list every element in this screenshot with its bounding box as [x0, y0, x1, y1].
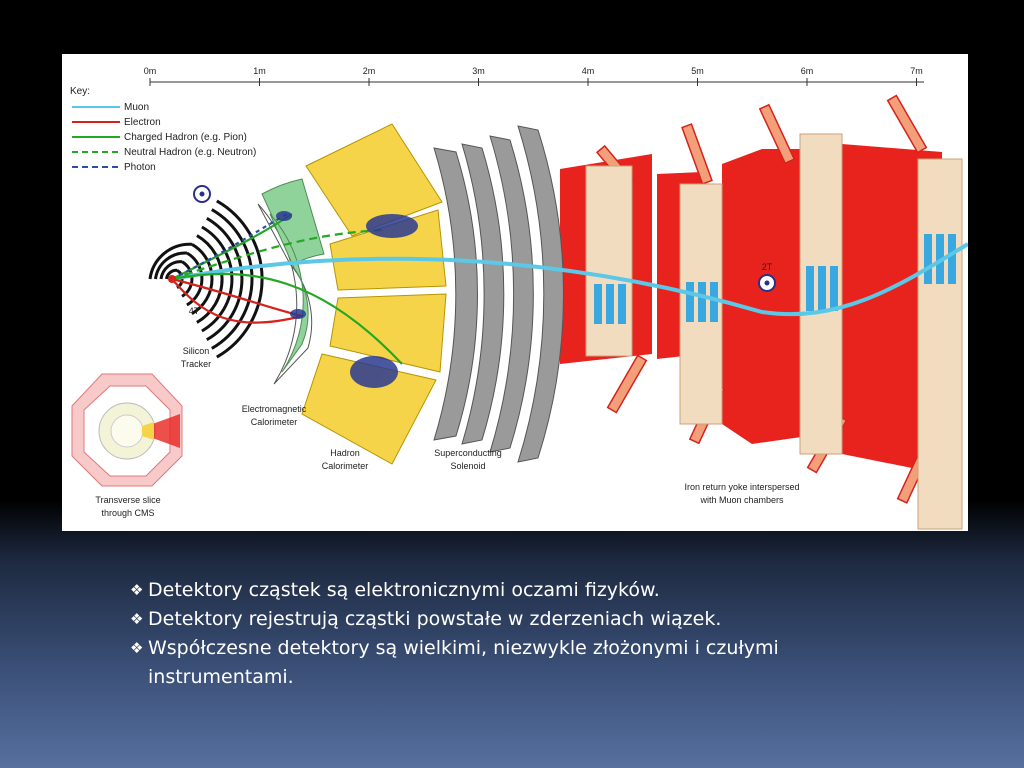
tracker-layer: [165, 268, 178, 280]
diamond-bullet-icon: ❖: [130, 610, 144, 628]
tracker-layer: [216, 199, 264, 359]
hcal-label-1: Hadron: [330, 448, 360, 458]
scale-label: 1m: [253, 66, 266, 76]
component-labels: 4T 2T Silicon Tracker Electromagnetic Ca…: [95, 262, 799, 518]
iron-return-yoke: [560, 94, 942, 504]
diamond-bullet-icon: ❖: [130, 639, 144, 657]
collision-point: [168, 275, 176, 283]
scale-label: 5m: [691, 66, 704, 76]
transverse-label-1: Transverse slice: [95, 495, 160, 505]
bullet-item: ❖ Współczesne detektory są wielkimi, nie…: [130, 634, 910, 692]
cms-diagram-svg: 0m 1m 2m 3m 4m 5m 6m 7m: [70, 66, 968, 530]
silicon-tracker: [148, 199, 264, 359]
bullet-item: ❖ Detektory cząstek są elektronicznymi o…: [130, 576, 910, 605]
bullet-text: Detektory rejestrują cząstki powstałe w …: [148, 608, 722, 630]
key-label: Charged Hadron (e.g. Pion): [124, 132, 247, 143]
solenoid-label-2: Solenoid: [450, 461, 485, 471]
bullet-text: Detektory cząstek są elektronicznymi ocz…: [148, 579, 660, 601]
hadron-showers: [276, 211, 418, 388]
bullet-text: Współczesne detektory są wielkimi, niezw…: [148, 637, 779, 688]
tracker-layer: [191, 242, 214, 316]
hadron-calorimeter: [301, 123, 447, 465]
scale-label: 2m: [363, 66, 376, 76]
key-label: Photon: [124, 162, 156, 173]
scale-label: 7m: [910, 66, 923, 76]
key-label: Neutral Hadron (e.g. Neutron): [124, 147, 256, 158]
solenoid-label-1: Superconducting: [434, 448, 502, 458]
key-label: Electron: [124, 117, 161, 128]
transverse-label-2: through CMS: [101, 508, 154, 518]
key-title: Key:: [70, 86, 90, 97]
muon-chambers: [585, 133, 963, 530]
ecal-label-2: Calorimeter: [251, 417, 298, 427]
tracker-layer: [159, 260, 183, 280]
field-marker-2t: [758, 274, 776, 292]
scale-label: 4m: [582, 66, 595, 76]
tracker-layer: [196, 234, 224, 324]
tracker-layer: [154, 251, 187, 280]
superconducting-solenoid: [433, 125, 565, 463]
bullet-item: ❖ Detektory rejestrują cząstki powstałe …: [130, 605, 910, 634]
transverse-slice-inset: [71, 373, 183, 487]
ecal-label-1: Electromagnetic: [242, 404, 307, 414]
particle-tracks: [171, 213, 968, 365]
scale-label: 6m: [801, 66, 814, 76]
hcal-label-2: Calorimeter: [322, 461, 369, 471]
tracker-layer: [206, 217, 244, 341]
silicon-tracker-label-2: Tracker: [181, 359, 211, 369]
scale-label: 3m: [472, 66, 485, 76]
distance-scale: 0m 1m 2m 3m 4m 5m 6m 7m: [144, 66, 924, 86]
cms-slice-diagram: 0m 1m 2m 3m 4m 5m 6m 7m: [62, 54, 968, 531]
scale-label: 0m: [144, 66, 157, 76]
bullet-list: ❖ Detektory cząstek są elektronicznymi o…: [130, 576, 910, 692]
field-label-2t-text: 2T: [762, 262, 773, 272]
iron-yoke-label-1: Iron return yoke interspersed: [684, 482, 799, 492]
iron-yoke-label-2: with Muon chambers: [699, 495, 784, 505]
tracker-layer: [201, 225, 234, 333]
field-marker-4t: [193, 185, 211, 203]
diamond-bullet-icon: ❖: [130, 581, 144, 599]
tracker-layer: [148, 242, 192, 280]
tracker-layer: [211, 208, 254, 350]
field-label-4t-text: 4T: [189, 306, 200, 316]
silicon-tracker-label-1: Silicon: [183, 346, 210, 356]
em-calorimeter: [257, 178, 325, 385]
key-label: Muon: [124, 102, 149, 113]
